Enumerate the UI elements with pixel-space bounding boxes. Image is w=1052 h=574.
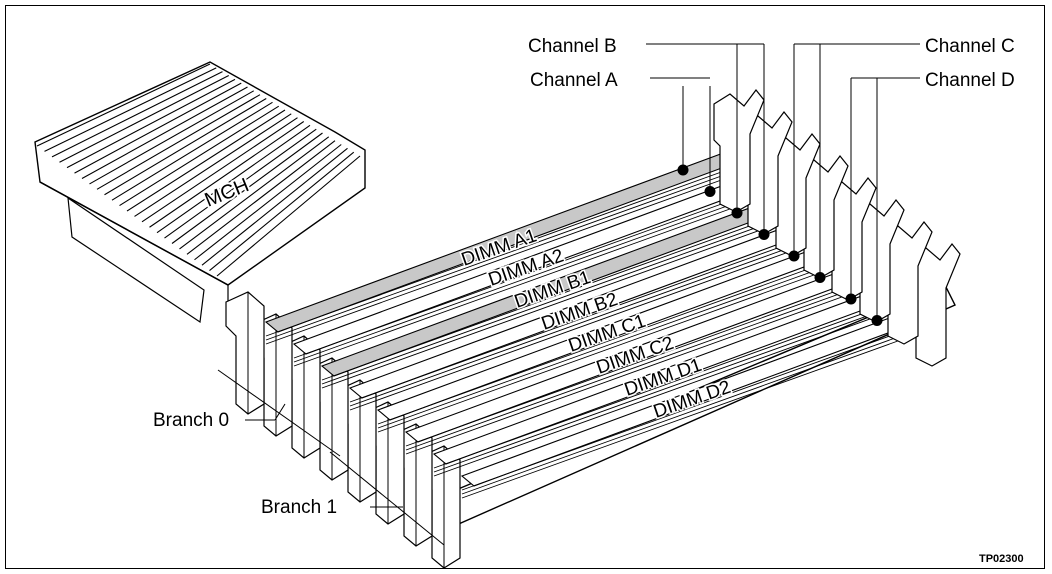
heatsink-fin (164, 128, 317, 239)
heatsink-fin (81, 86, 248, 179)
slot-dot (871, 315, 883, 326)
heatsink-fin (171, 132, 323, 244)
slot-dot (758, 229, 770, 240)
channel-leader-lines (217, 43, 920, 546)
slot-rail (321, 213, 795, 385)
heatsink-edge (39, 181, 229, 286)
slot-rail (433, 297, 907, 469)
heatsink-fin (149, 121, 305, 228)
slot-latch-right (713, 89, 765, 213)
branch-0-label: Branch 0 (153, 410, 229, 431)
heatsink-fin (186, 140, 336, 255)
dimm-slots (225, 89, 961, 569)
slot-rail (433, 305, 907, 477)
figure-code: TP02300 (979, 553, 1024, 565)
heatsink-fin (134, 113, 292, 217)
heatsink-fin (194, 144, 342, 261)
heatsink-fin (44, 67, 217, 152)
heatsink-fin (36, 63, 211, 147)
mch-package (67, 196, 205, 324)
mch-heatsink (34, 61, 366, 324)
channel-b-label: Channel B (528, 36, 617, 57)
slot-dot (814, 272, 826, 283)
slot-rail (349, 235, 823, 407)
slot-rail (293, 195, 767, 367)
heatsink-fin (89, 90, 255, 185)
slot-rail (377, 261, 851, 433)
heatsink-fin (51, 71, 223, 158)
heatsink-fin (74, 82, 242, 174)
branch-1-bracket (329, 451, 445, 546)
slot-rail (405, 279, 879, 451)
heatsink-fin (216, 155, 361, 277)
heatsink-fin (119, 105, 280, 207)
slot-dot (731, 207, 743, 219)
heatsink-fin (104, 98, 267, 196)
heatsink-fin (156, 124, 311, 234)
slot-dot (845, 293, 857, 305)
heatsink-fin (201, 147, 348, 266)
slot-rail (405, 275, 879, 447)
channel-c-label: Channel C (925, 36, 1015, 57)
slot-dot (704, 186, 716, 197)
slot-rail (265, 169, 739, 341)
figure-frame (5, 5, 1045, 569)
heatsink-fin (66, 78, 236, 169)
channel-a-label: Channel A (530, 70, 618, 91)
slot-rail (265, 173, 739, 345)
heatsink-fin (111, 101, 273, 201)
slot-latch-left (225, 291, 265, 415)
slot-rail (461, 327, 935, 499)
slot-rail (321, 209, 795, 381)
channel-d-label: Channel D (925, 70, 1015, 91)
slot-rail (349, 239, 823, 411)
slot-rail (405, 283, 879, 455)
heatsink-fin (209, 151, 355, 272)
slot-dot (677, 164, 689, 176)
slot-rail (293, 187, 767, 359)
branch-0-bracket (217, 369, 341, 457)
slot-rail (265, 165, 739, 337)
slot-rail (293, 191, 767, 363)
slot-rail (433, 301, 907, 473)
heatsink-fin (179, 136, 330, 250)
branch-0-leader (274, 403, 286, 421)
heatsink-fin (141, 117, 298, 223)
heatsink-fin (59, 75, 230, 163)
slot-dot (788, 250, 800, 262)
slot-rail (377, 253, 851, 425)
slot-rail (349, 231, 823, 403)
slot-rail (321, 217, 795, 389)
heatsink-fin (126, 109, 286, 212)
slot-rail (461, 323, 935, 495)
slot-rail (461, 319, 935, 491)
slot-rail (377, 257, 851, 429)
heatsink-fin (96, 94, 261, 190)
branch-1-label: Branch 1 (261, 497, 337, 518)
